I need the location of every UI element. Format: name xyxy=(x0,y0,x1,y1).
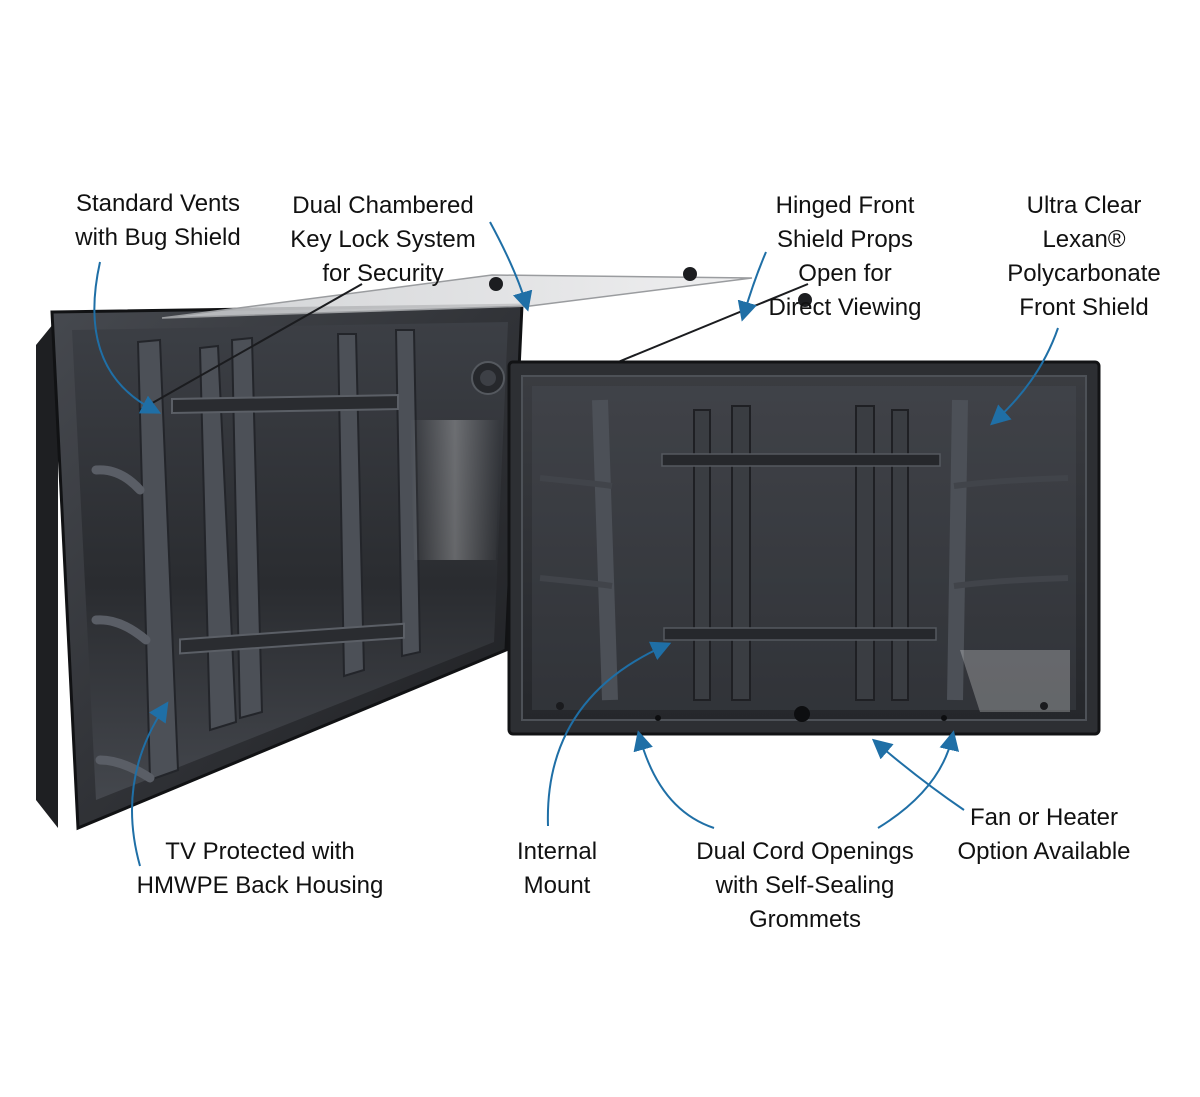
callout-internal-mount: Internal Mount xyxy=(497,835,617,903)
callout-line: Option Available xyxy=(957,838,1131,865)
callout-fan-heater: Fan or Heater Option Available xyxy=(940,801,1148,869)
arrow-lexan xyxy=(990,327,1059,426)
callout-line: HMWPE Back Housing xyxy=(136,872,384,899)
callout-line: TV Protected with xyxy=(165,838,355,865)
callout-line: Front Shield xyxy=(1019,294,1149,321)
callout-key-lock: Dual Chambered Key Lock System for Secur… xyxy=(272,189,494,291)
callout-line: Grommets xyxy=(748,906,861,933)
callout-line: Ultra Clear xyxy=(1026,192,1142,219)
callout-arrows xyxy=(93,221,1059,867)
callout-line: Dual Cord Openings xyxy=(696,838,914,865)
callout-line: with Self-Sealing xyxy=(715,872,895,899)
callout-line: Shield Props xyxy=(776,226,914,253)
arrow-fan-heater xyxy=(871,738,965,811)
callout-line: Direct Viewing xyxy=(768,294,922,321)
callout-hinged-front: Hinged Front Shield Props Open for Direc… xyxy=(750,189,940,325)
callout-standard-vents: Standard Vents with Bug Shield xyxy=(58,187,258,255)
callout-line: Hinged Front xyxy=(775,192,915,219)
arrow-key-lock xyxy=(489,221,533,312)
arrow-standard-vents xyxy=(93,261,162,414)
callout-line: Mount xyxy=(523,872,591,899)
arrow-cord-right xyxy=(877,730,960,829)
callout-line: Standard Vents xyxy=(75,190,241,217)
callout-line: Key Lock System xyxy=(290,226,476,253)
callout-line: for Security xyxy=(322,260,444,287)
callout-line: Fan or Heater xyxy=(969,804,1119,831)
arrow-internal-mount xyxy=(546,641,672,827)
back-housing xyxy=(36,303,524,831)
callout-lexan-shield: Ultra Clear Lexan® Polycarbonate Front S… xyxy=(986,189,1182,325)
arrow-cord-left xyxy=(633,730,715,829)
arrow-back-housing xyxy=(131,701,169,867)
callout-back-housing: TV Protected with HMWPE Back Housing xyxy=(116,835,404,903)
callout-cord-openings: Dual Cord Openings with Self-Sealing Gro… xyxy=(672,835,938,937)
arrow-hinged-front xyxy=(737,251,767,322)
callout-line: Polycarbonate xyxy=(1007,260,1161,287)
callout-line: Open for xyxy=(798,260,892,287)
hinged-front-shield xyxy=(139,267,812,411)
callout-line: Lexan® xyxy=(1042,226,1126,253)
callout-line: with Bug Shield xyxy=(75,224,241,251)
front-enclosure xyxy=(507,360,1101,736)
callout-line: Internal xyxy=(516,838,598,865)
callout-line: Dual Chambered xyxy=(292,192,474,219)
